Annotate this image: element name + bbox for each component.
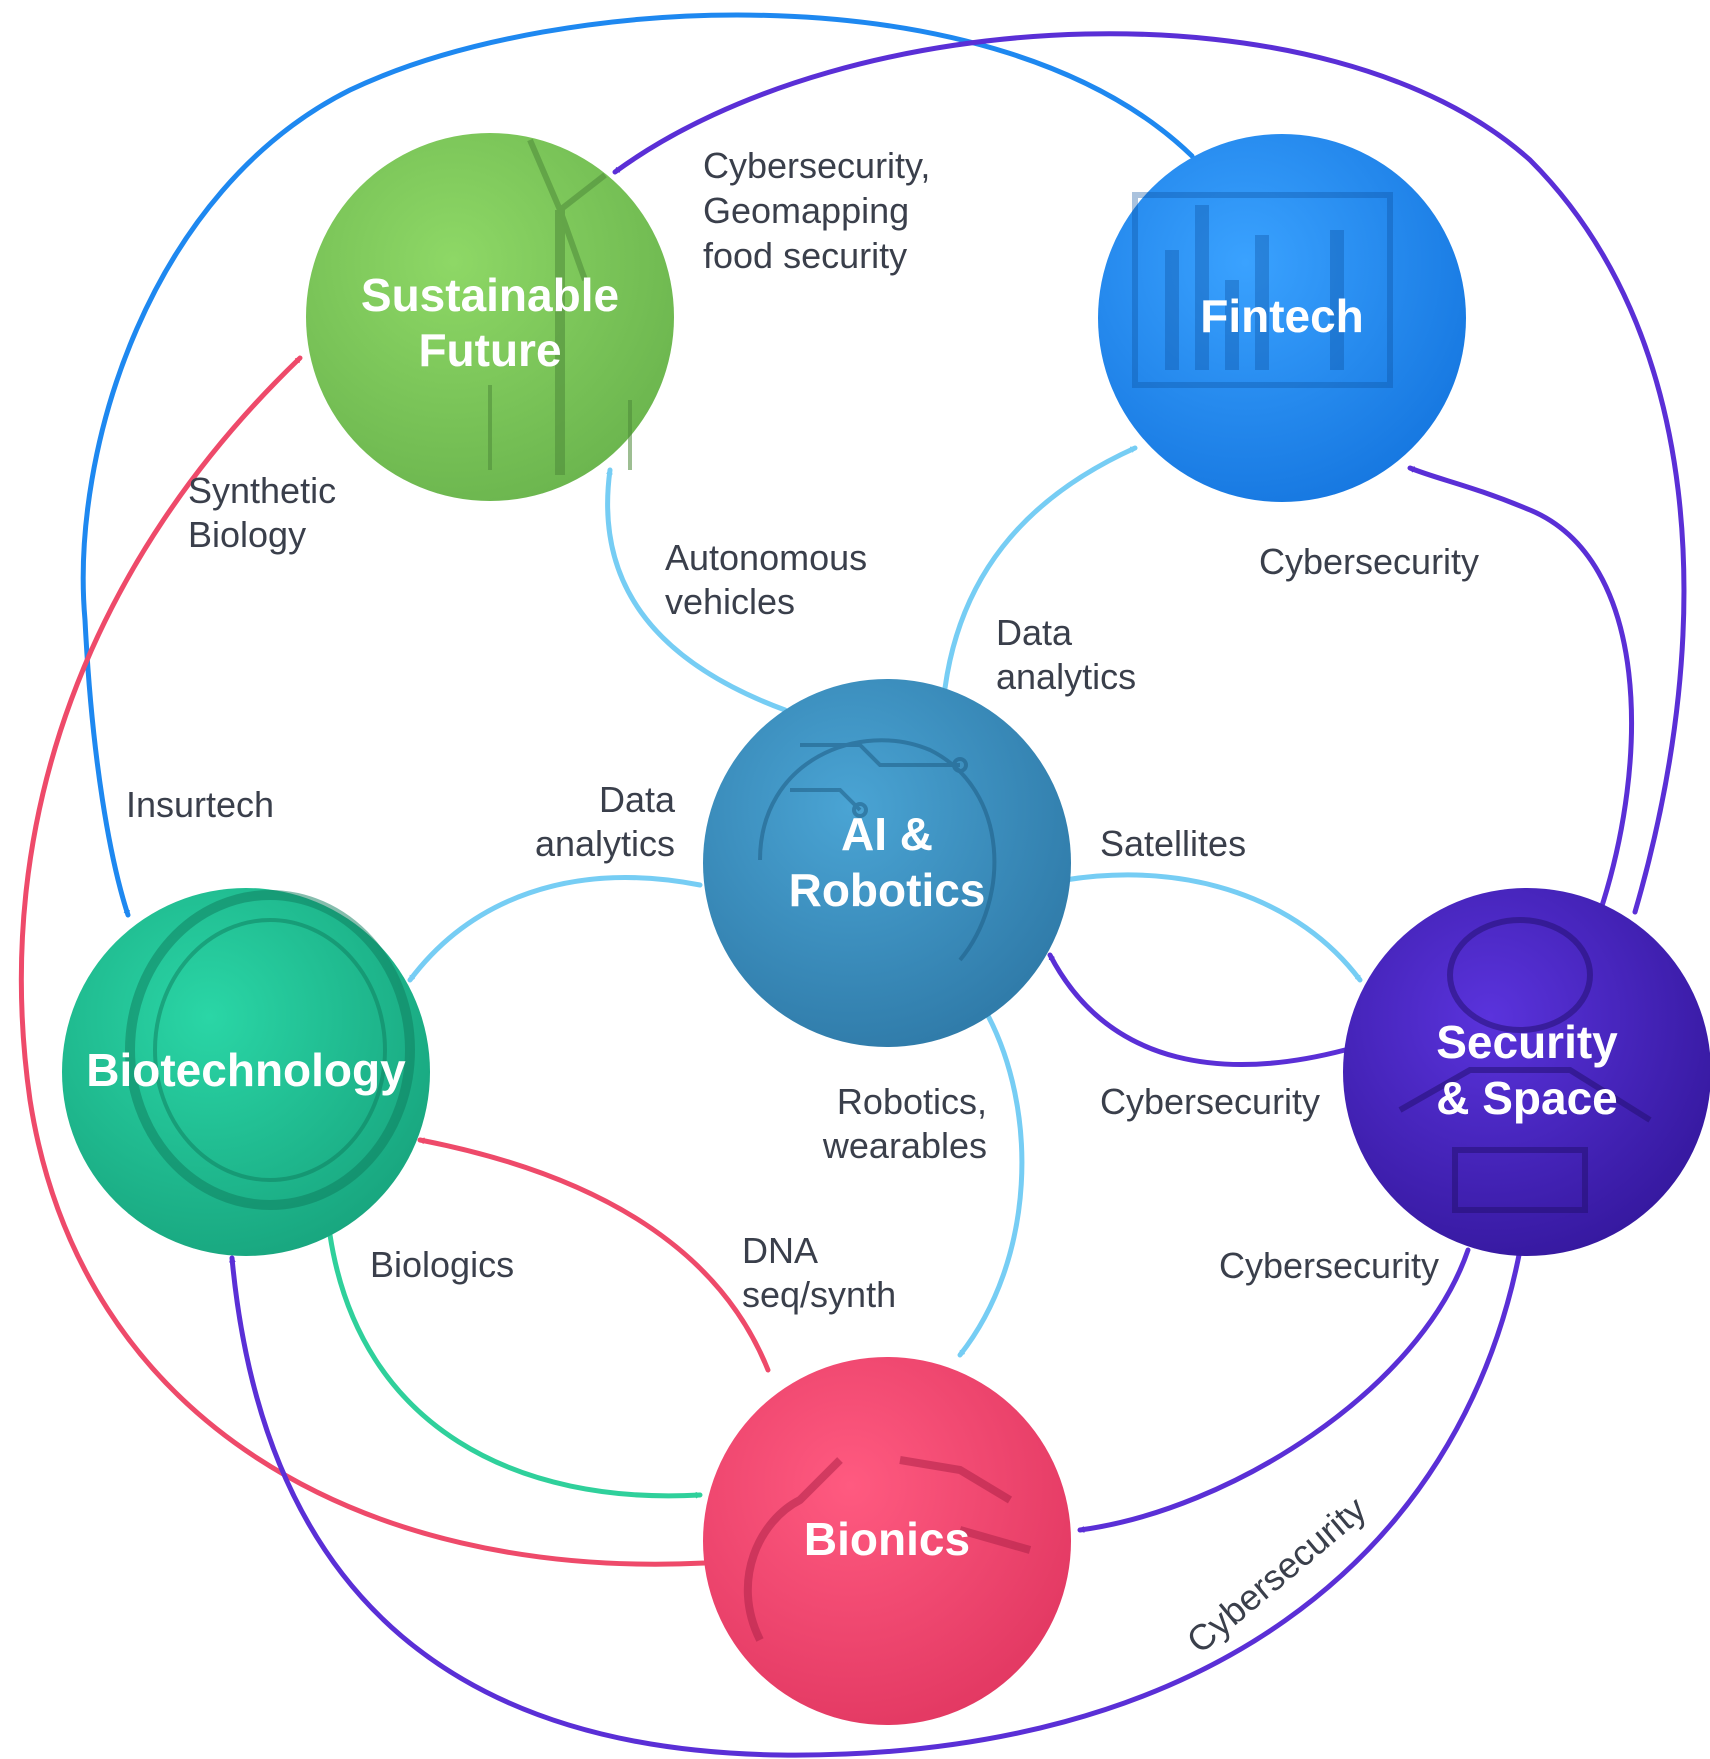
node-title-sustainable-2: Future [418,324,561,376]
label-synthetic-biology-1: Synthetic [188,470,336,511]
label-satellites: Satellites [1100,823,1246,864]
label-cyber-geo-1: Cybersecurity, [703,145,930,186]
label-cyber-geo-3: food security [703,235,907,276]
label-data-biotech-2: analytics [535,823,675,864]
wind-turbine-icon [488,138,632,475]
label-data-fintech-1: Data [996,612,1073,653]
label-cyber-bionics: Cybersecurity [1219,1245,1439,1286]
node-sustainable-future: Sustainable Future [306,133,674,501]
label-dna-1: DNA [742,1230,818,1271]
node-biotechnology: Biotechnology [62,888,430,1256]
node-title-biotech: Biotechnology [86,1044,406,1096]
label-data-fintech-2: analytics [996,656,1136,697]
bar-chart-screen-icon [1132,192,1393,388]
link-bionics-biotech [417,1137,771,1373]
robot-hand-icon [743,1456,1032,1642]
link-fintech-biotech [80,12,1195,918]
link-security-bionics [1077,1247,1471,1533]
label-robotics-wearables-2: wearables [822,1125,987,1166]
label-autonomous-2: vehicles [665,581,795,622]
label-robotics-wearables-1: Robotics, [837,1081,987,1122]
label-cyber-fintech: Cybersecurity [1259,541,1479,582]
label-cyber-geo-2: Geomapping [703,190,909,231]
node-title-sustainable-1: Sustainable [361,269,619,321]
link-security-ai [1047,952,1348,1067]
link-security-biotech-outer [229,1247,1523,1758]
node-title-ai-1: AI & [841,808,933,860]
node-title-ai-2: Robotics [789,864,986,916]
label-insurtech: Insurtech [126,784,274,825]
link-security-sustainable [612,31,1687,915]
link-ai-security [1062,872,1363,983]
node-title-bionics: Bionics [804,1513,970,1565]
label-cyber-ai: Cybersecurity [1100,1081,1320,1122]
node-ai-robotics: AI & Robotics [703,679,1071,1047]
label-dna-2: seq/synth [742,1274,896,1315]
circuit-head-icon [758,738,997,962]
label-biologics: Biologics [370,1244,514,1285]
link-ai-biotech [407,875,703,983]
link-biotech-bionics [327,1232,703,1499]
node-title-security-2: & Space [1436,1072,1618,1124]
node-security-space: Security & Space [1343,888,1710,1256]
link-ai-bionics [957,1007,1025,1358]
link-bionics-sustainable [18,355,708,1567]
link-ai-sustainable [605,467,788,713]
petri-dish-icon [125,890,415,1210]
link-security-fintech [1407,465,1635,915]
node-bionics: Bionics [703,1357,1071,1725]
label-data-biotech-1: Data [599,779,676,820]
label-synthetic-biology-2: Biology [188,514,306,555]
node-title-security-1: Security [1436,1016,1618,1068]
label-autonomous-1: Autonomous [665,537,867,578]
node-fintech: Fintech [1098,134,1466,502]
astronaut-icon [1398,917,1652,1213]
node-title-fintech: Fintech [1200,290,1364,342]
link-ai-fintech [942,445,1138,691]
